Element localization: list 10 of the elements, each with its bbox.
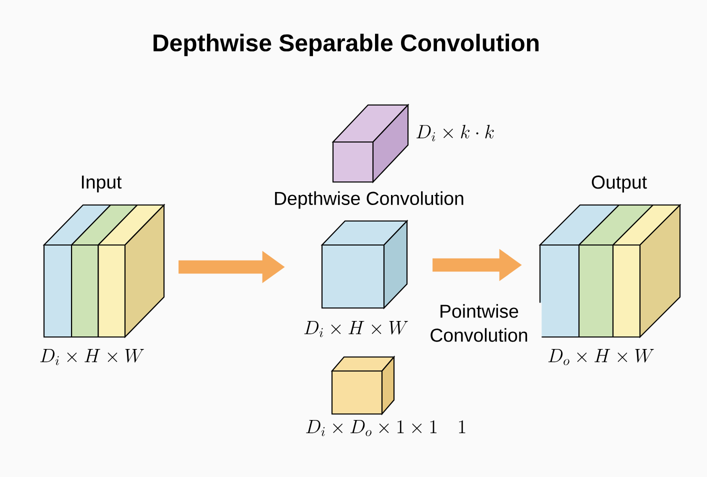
edge-label: Pointwise Convolution	[416, 302, 542, 344]
heading: Output	[592, 176, 647, 192]
formula: $D_i \times D_o \times 1 \times 1 \quad 1$	[306, 420, 466, 436]
heading: Input	[82, 176, 122, 192]
formula: $D_i \times H \times W$	[304, 321, 408, 338]
heading: Depthwise Convolution	[275, 191, 464, 209]
formula: $D_i \times H \times W$	[40, 349, 144, 366]
formula: $D_i \times k \cdot k$	[416, 124, 494, 142]
formula: $D_o \times H \times W$	[548, 349, 654, 366]
title: Depthwise Separable Convolution	[154, 34, 539, 56]
